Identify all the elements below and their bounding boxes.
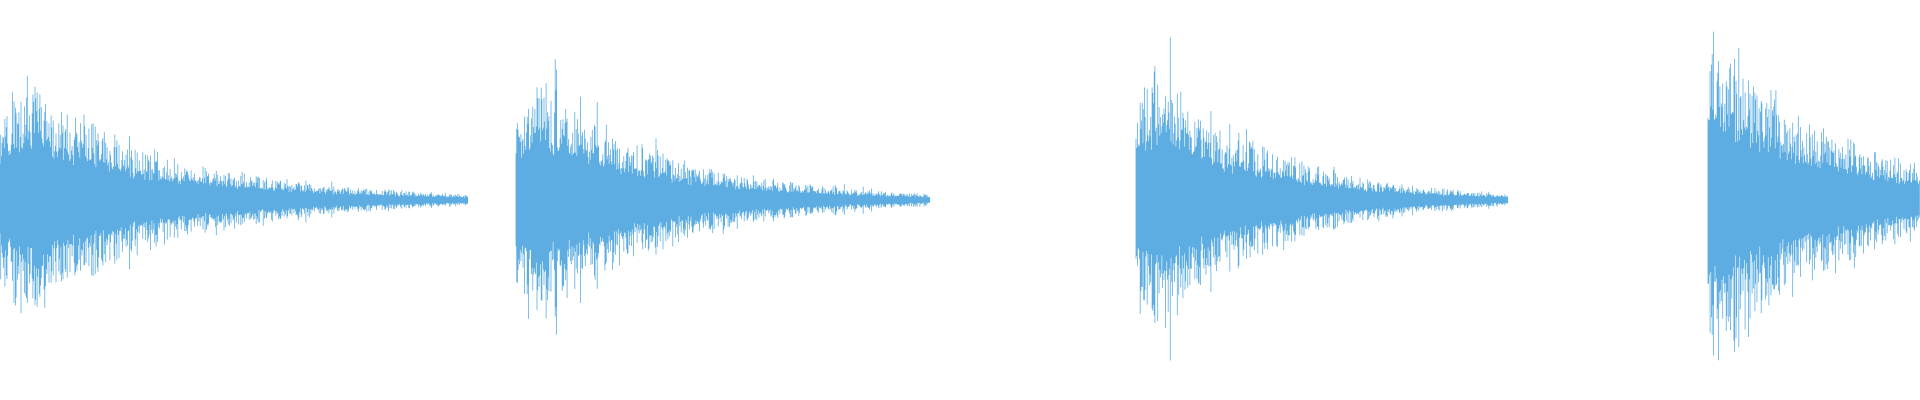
waveform-clip-2[interactable] [515, 59, 931, 335]
waveform-clip-4[interactable] [1707, 31, 1920, 361]
waveform-path [1707, 31, 1920, 361]
waveform-path [1135, 37, 1509, 361]
waveform-clip-3[interactable] [1135, 37, 1509, 361]
waveform-path [515, 59, 931, 335]
waveform-path [0, 76, 468, 314]
waveform-clip-1[interactable] [0, 76, 468, 314]
